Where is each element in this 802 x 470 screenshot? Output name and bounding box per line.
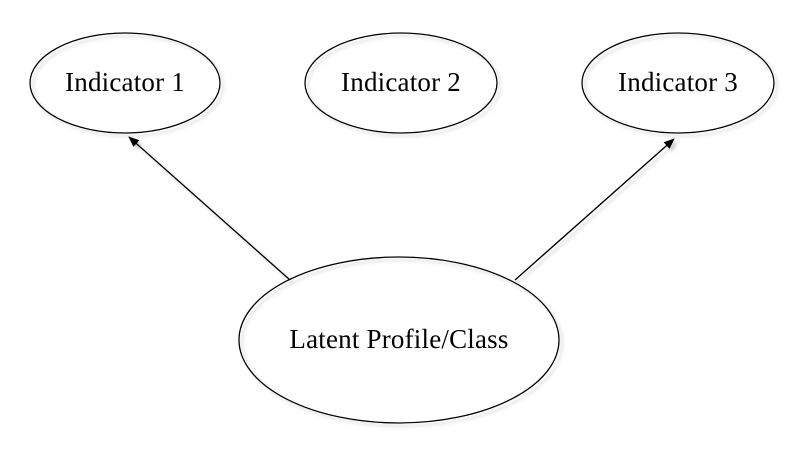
- indicator-1-ellipse: [29, 32, 221, 134]
- latent-profile-class-ellipse: [238, 256, 560, 424]
- indicator-2-ellipse: [304, 32, 498, 134]
- edge-latent-to-indicator-1: [128, 136, 291, 281]
- edge-latent-to-indicator-3: [514, 138, 675, 281]
- indicator-3-ellipse: [581, 32, 775, 134]
